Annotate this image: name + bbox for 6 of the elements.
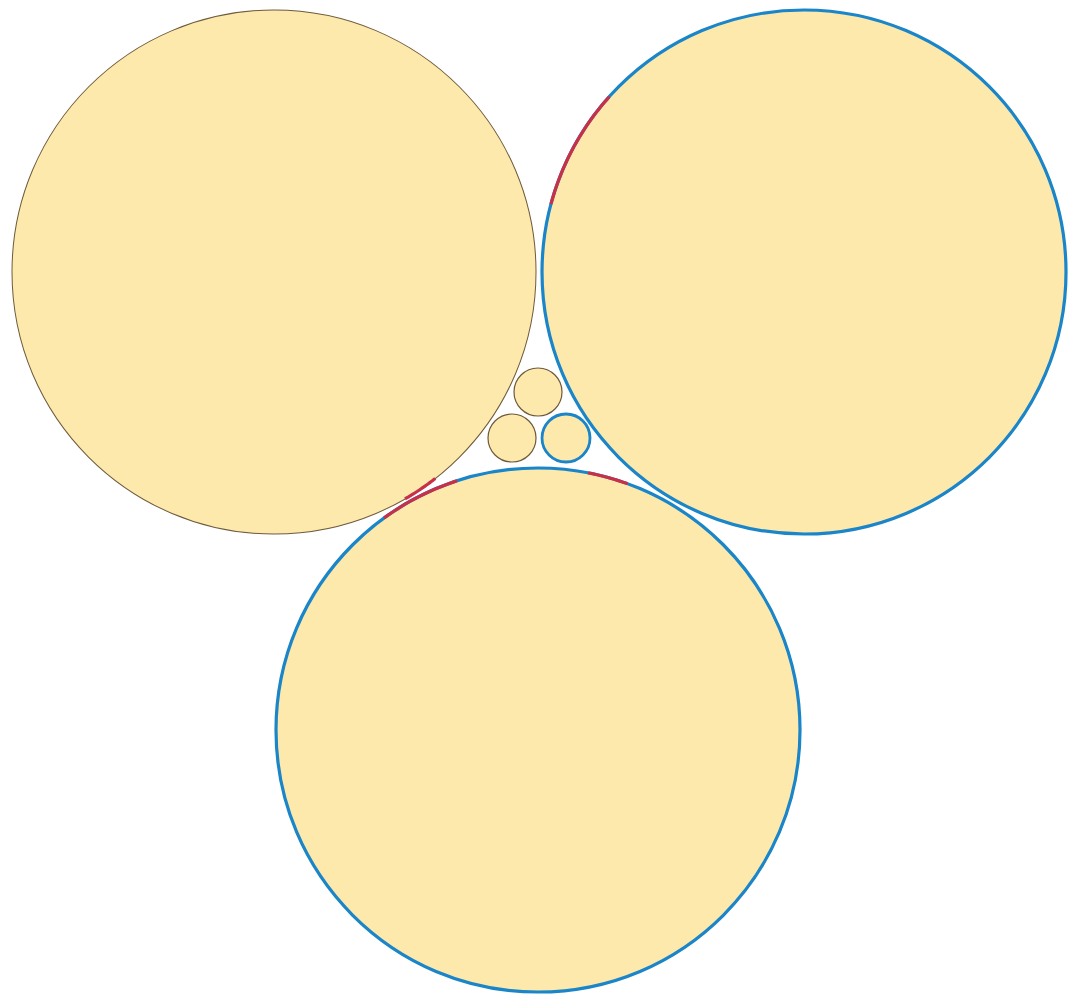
circle	[11, 9, 537, 535]
circle	[274, 466, 802, 994]
circle	[540, 412, 592, 464]
circle	[487, 413, 537, 463]
circle	[540, 8, 1068, 536]
circle	[513, 367, 563, 417]
